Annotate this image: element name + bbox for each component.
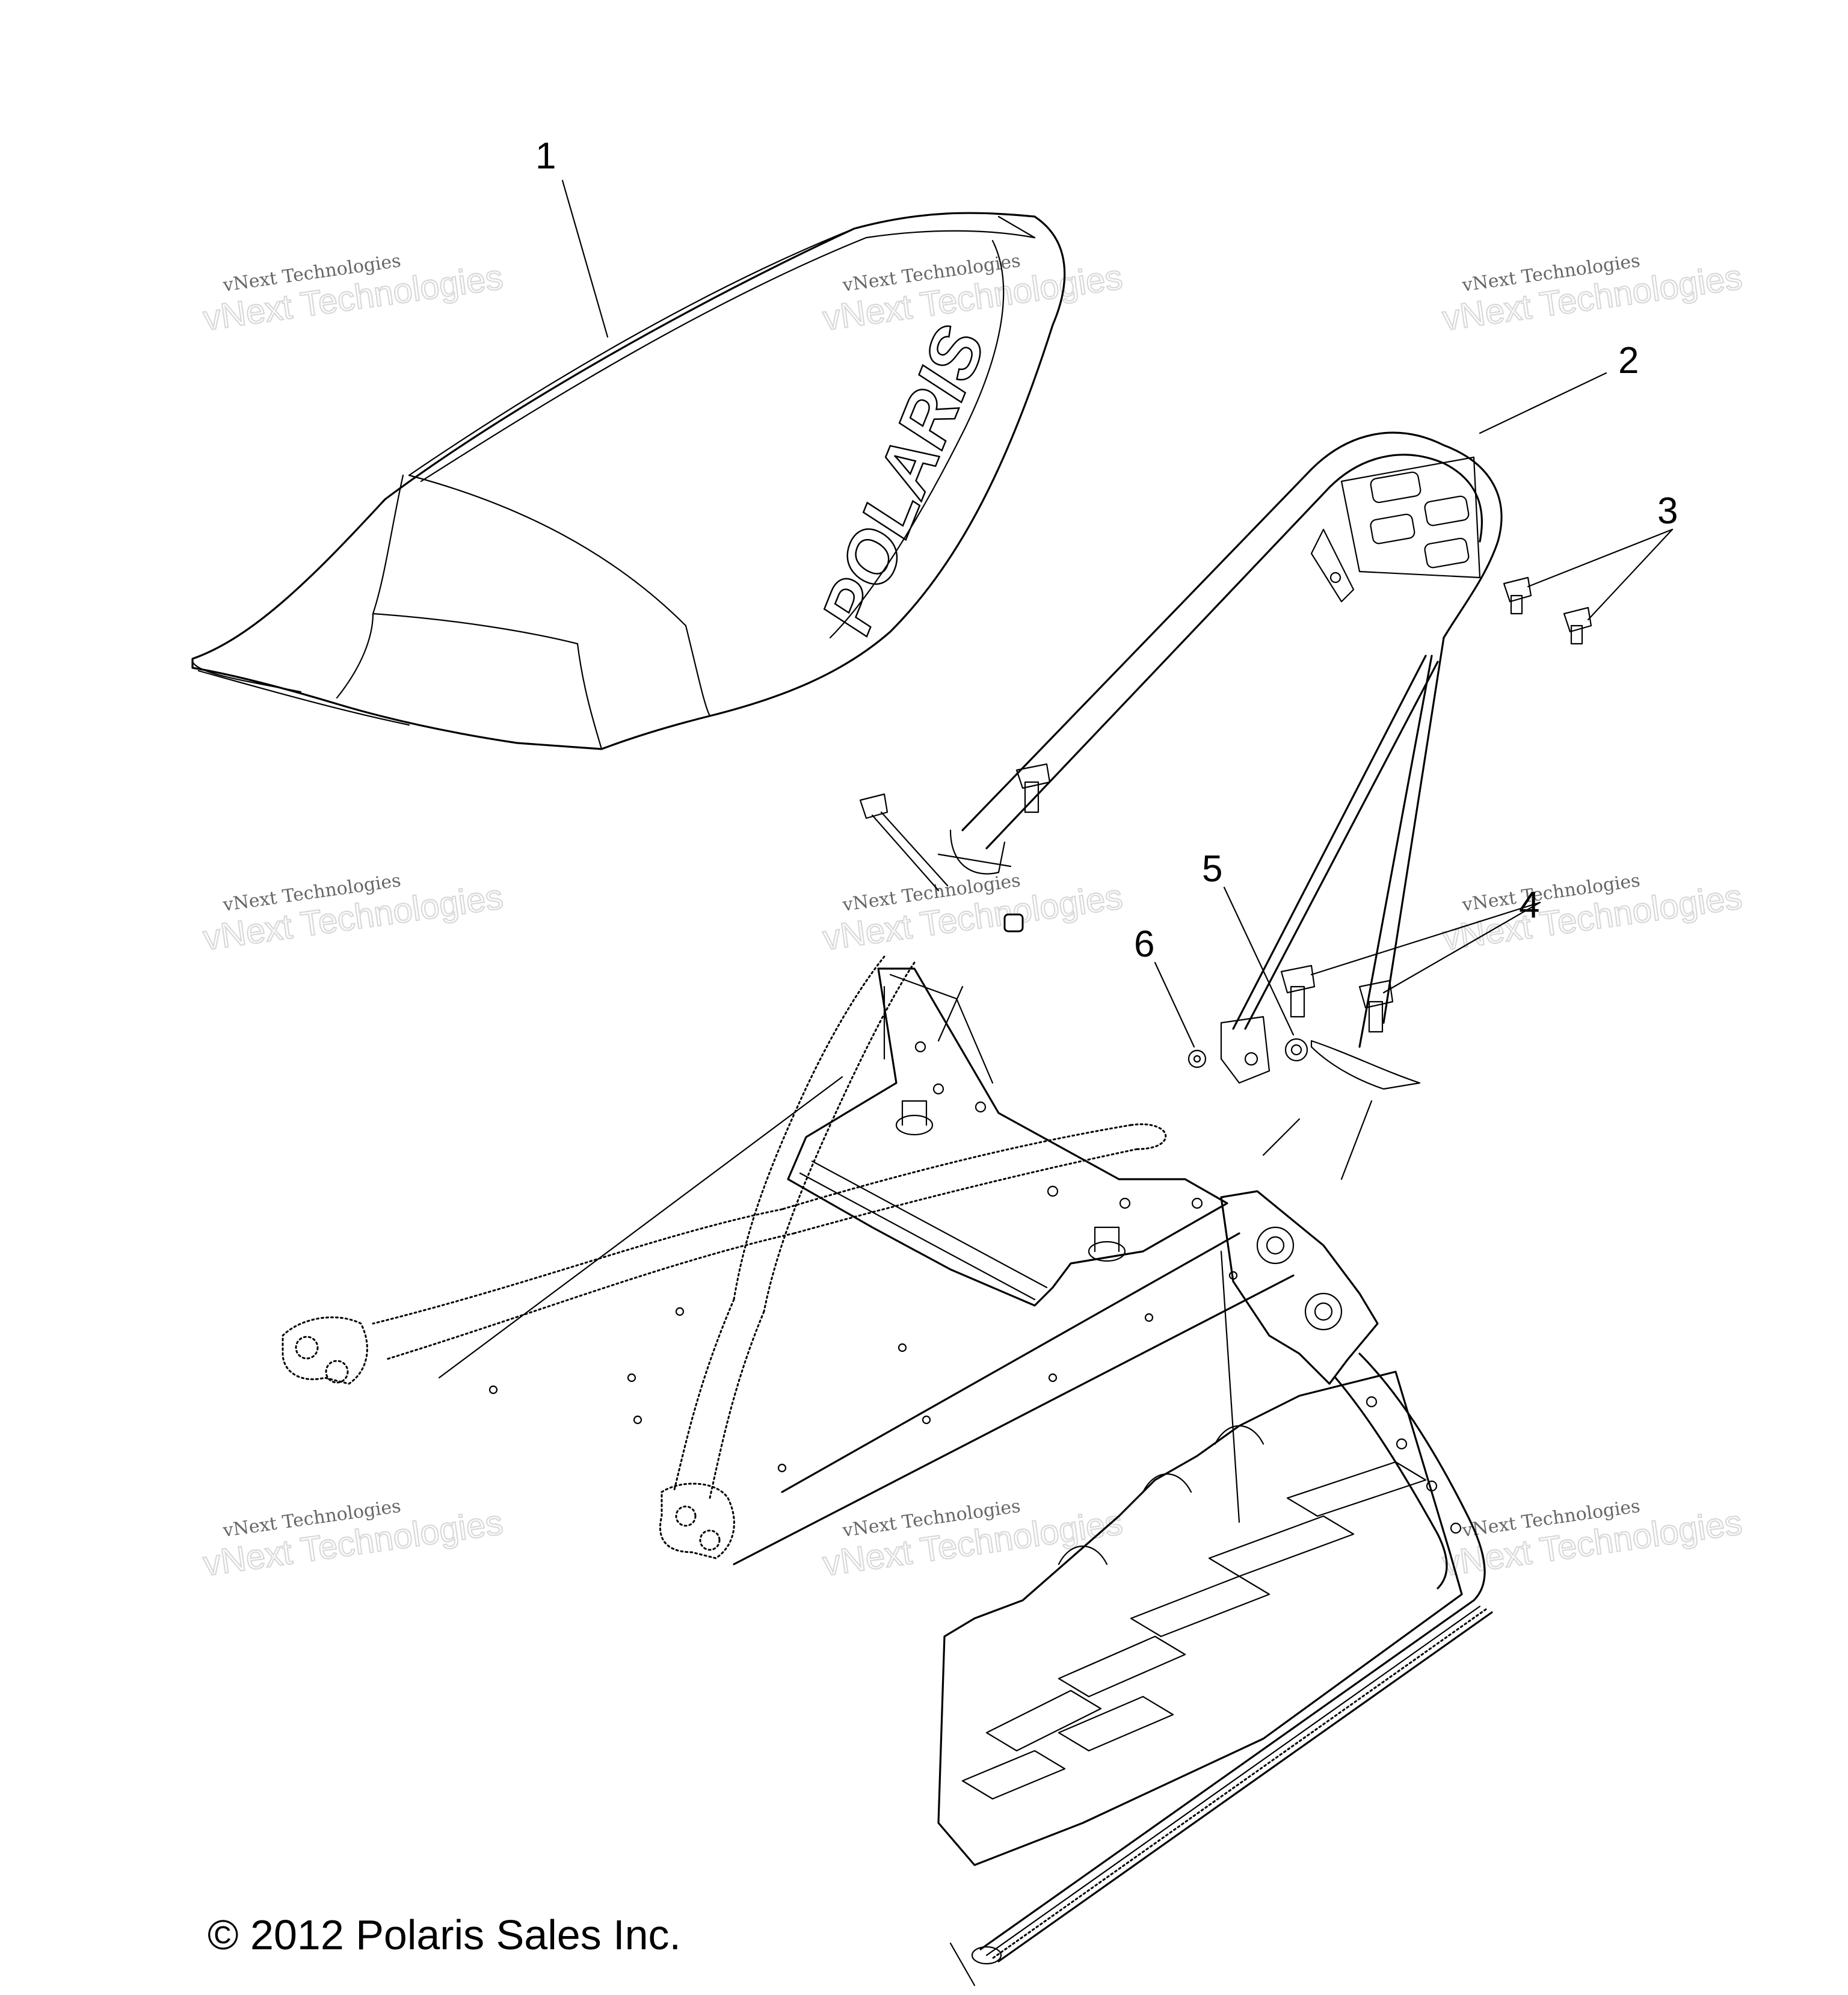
watermark: vNext Technologies vNext Technologies [200,870,506,958]
watermark: vNext Technologies vNext Technologies [1440,250,1745,339]
callout-1-leader [561,179,609,338]
alignment-line [937,985,964,1042]
seat-brand-lettering: POLARIS [806,316,1001,644]
callout-6: 6 [1134,923,1154,965]
watermarks: vNext Technologies vNext Technologies vN… [200,250,1745,1584]
callout-4-leader-a [1310,901,1541,976]
watermark: vNext Technologies vNext Technologies [200,1496,506,1584]
callout-3: 3 [1657,490,1678,532]
callout-3-leader-a [1527,528,1674,588]
washer [1284,1038,1308,1062]
watermark: vNext Technologies vNext Technologies [200,250,506,339]
callout-5: 5 [1202,848,1222,890]
watermark: vNext Technologies vNext Technologies [820,870,1126,958]
callout-4-leader-b [1382,901,1541,994]
nut [1187,1049,1207,1068]
watermark: vNext Technologies vNext Technologies [1440,1496,1745,1584]
chassis-frame [282,955,1493,1987]
alignment-line [1262,1118,1301,1156]
cable [438,1076,843,1379]
callout-3-leader-b [1587,528,1674,621]
callout-4: 4 [1519,884,1539,926]
grab-bar [937,431,1503,1090]
callout-5-leader [1223,886,1295,1036]
tread-pads [961,1461,1427,1800]
watermark: vNext Technologies vNext Technologies [1440,870,1745,958]
alignment-line [1340,1100,1373,1180]
rail-end [949,1942,976,1987]
callout-2-leader [1479,372,1607,434]
watermark: vNext Technologies vNext Technologies [820,250,1126,339]
copyright-notice: © 2012 Polaris Sales Inc. [208,1911,681,1958]
callout-6-leader [1154,961,1195,1048]
bolts [859,763,1394,1033]
callout-2: 2 [1618,340,1639,381]
callout-1: 1 [535,135,556,177]
screws [1503,576,1592,645]
